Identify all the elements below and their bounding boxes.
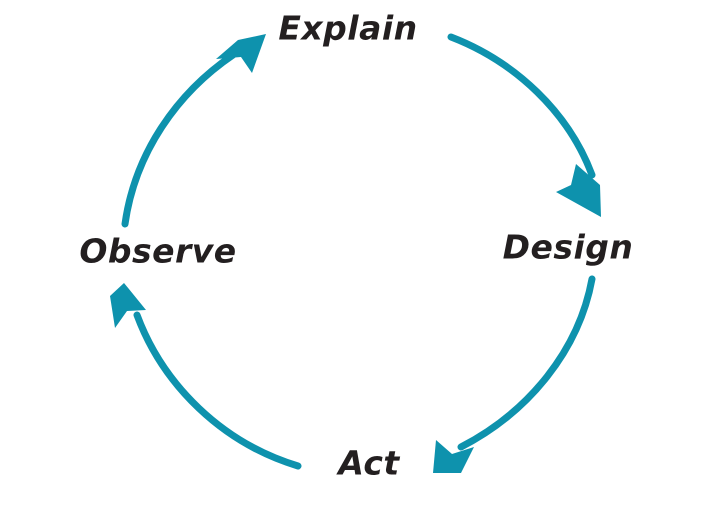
arrowhead-act (433, 440, 474, 473)
node-label-explain: Explain (278, 8, 418, 48)
node-label-observe: Observe (79, 231, 237, 271)
arc-design-to-act (457, 275, 596, 451)
arc-act-to-observe (133, 311, 302, 470)
arc-observe-to-explain (121, 51, 237, 228)
arrowhead-observe (110, 283, 146, 328)
arc-explain-to-design (447, 33, 596, 179)
arrowhead-design (556, 164, 601, 217)
node-label-design: Design (502, 227, 634, 267)
node-label-act: Act (338, 443, 400, 483)
arrowhead-explain (216, 34, 266, 73)
